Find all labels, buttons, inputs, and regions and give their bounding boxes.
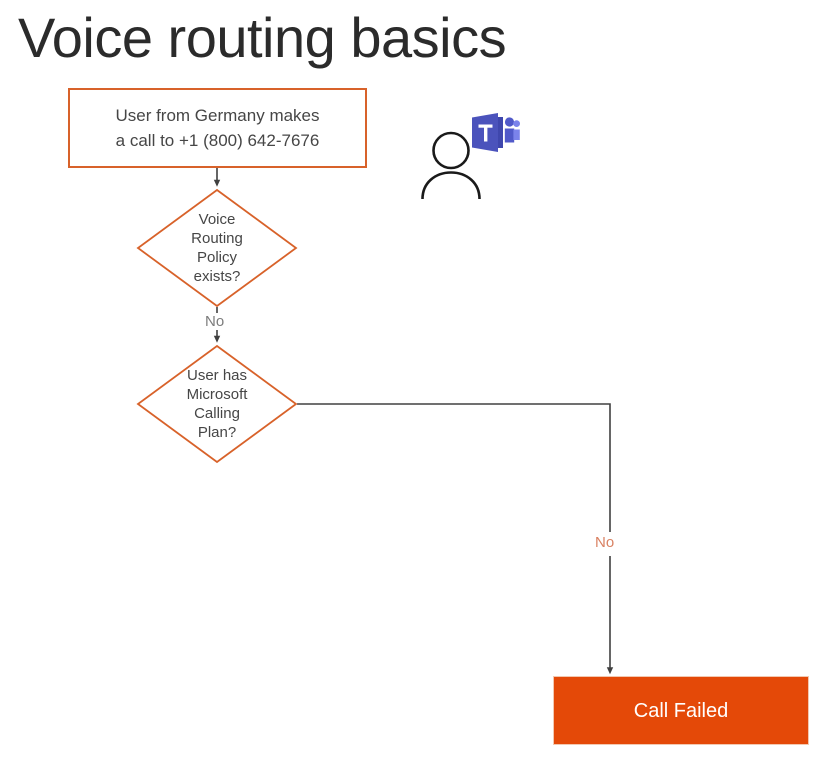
flow-node-start-label: User from Germany makes a call to +1 (80… [115, 106, 320, 150]
diamond-shape [136, 344, 298, 464]
edge-label-calling-plan-no: No [595, 534, 615, 551]
flow-node-decision-voice-routing-policy[interactable]: Voice Routing Policy exists? [136, 188, 298, 308]
connector-calling-plan-no [297, 403, 614, 675]
flow-node-call-failed[interactable]: Call Failed [553, 676, 809, 745]
microsoft-teams-icon [472, 113, 520, 152]
person-outline-icon [421, 131, 481, 199]
page-title: Voice routing basics [18, 6, 507, 69]
flow-node-call-failed-label: Call Failed [633, 699, 729, 722]
flow-node-start[interactable]: User from Germany makes a call to +1 (80… [68, 88, 367, 168]
flow-node-decision-calling-plan[interactable]: User has Microsoft Calling Plan? [136, 344, 298, 464]
edge-label-vrp-no: No [205, 313, 225, 330]
diamond-shape [136, 188, 298, 308]
